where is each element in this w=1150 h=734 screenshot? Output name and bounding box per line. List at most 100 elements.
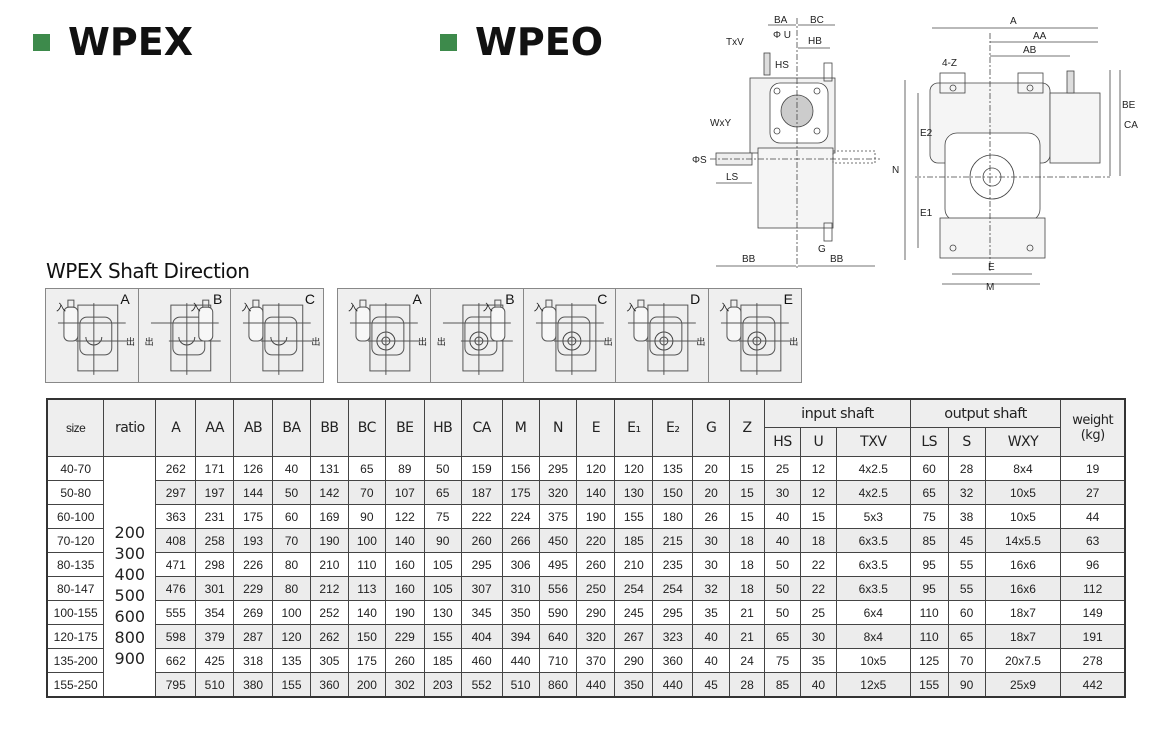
cell-value: 360 bbox=[309, 672, 349, 698]
cell-value: 345 bbox=[460, 600, 503, 625]
output-label: 出 bbox=[311, 337, 321, 347]
cell-value: 22 bbox=[799, 576, 837, 601]
model-title-text: WPEO bbox=[475, 20, 604, 64]
cell-value: 32 bbox=[947, 480, 986, 505]
cell-value: 375 bbox=[538, 504, 578, 529]
cell-value: 6x3.5 bbox=[835, 528, 911, 553]
dim-label-e: E bbox=[988, 262, 995, 273]
cell-value: 6x3.5 bbox=[835, 576, 911, 601]
cell-value: 297 bbox=[155, 480, 197, 505]
cell-value: 120 bbox=[576, 456, 616, 481]
cell-value: 290 bbox=[576, 600, 616, 625]
cell-value: 5x3 bbox=[835, 504, 911, 529]
cell-value: 310 bbox=[501, 576, 540, 601]
gearbox-diagram-icon bbox=[628, 299, 699, 375]
cell-value: 142 bbox=[309, 480, 349, 505]
cell-value: 350 bbox=[614, 672, 654, 698]
header-input-shaft: input shaft bbox=[764, 398, 911, 428]
cell-value: 8x4 bbox=[984, 456, 1062, 481]
cell-value: 50 bbox=[272, 480, 311, 505]
cell-size: 135-200 bbox=[46, 648, 105, 673]
cell-value: 440 bbox=[501, 648, 540, 673]
cell-value: 19 bbox=[1060, 456, 1126, 481]
cell-value: 140 bbox=[384, 528, 425, 553]
cell-value: 50 bbox=[764, 600, 801, 625]
cell-value: 235 bbox=[652, 552, 694, 577]
cell-value: 112 bbox=[1060, 576, 1126, 601]
output-label: 出 bbox=[144, 337, 154, 347]
cell-value: 60 bbox=[272, 504, 311, 529]
cell-value: 22 bbox=[799, 552, 837, 577]
cell-value: 55 bbox=[947, 552, 986, 577]
cell-value: 175 bbox=[501, 480, 540, 505]
cell-value: 229 bbox=[233, 576, 274, 601]
cell-size: 80-147 bbox=[46, 576, 105, 601]
cell-value: 354 bbox=[195, 600, 235, 625]
direction-letter: D bbox=[690, 291, 701, 307]
gearbox-diagram-icon bbox=[349, 299, 420, 375]
cell-value: 15 bbox=[729, 480, 766, 505]
cell-value: 220 bbox=[576, 528, 616, 553]
input-label: 入 bbox=[719, 303, 730, 314]
cell-value: 135 bbox=[272, 648, 311, 673]
cell-value: 35 bbox=[799, 648, 837, 673]
gearbox-diagram-icon bbox=[721, 299, 792, 375]
ratio-value: 200 bbox=[114, 523, 146, 542]
ratio-value: 600 bbox=[114, 607, 146, 626]
cell-value: 4x2.5 bbox=[835, 480, 911, 505]
cell-value: 295 bbox=[538, 456, 578, 481]
header-input-u: U bbox=[799, 427, 837, 457]
header-output-shaft: output shaft bbox=[909, 398, 1062, 428]
cell-value: 203 bbox=[423, 672, 462, 698]
cell-value: 110 bbox=[909, 600, 949, 625]
cell-value: 306 bbox=[501, 552, 540, 577]
header-8: CA bbox=[460, 398, 503, 457]
cell-value: 250 bbox=[576, 576, 616, 601]
cell-value: 144 bbox=[233, 480, 274, 505]
output-label: 出 bbox=[603, 337, 613, 347]
cell-value: 10x5 bbox=[835, 648, 911, 673]
cell-value: 40 bbox=[764, 528, 801, 553]
cell-value: 363 bbox=[155, 504, 197, 529]
cell-value: 169 bbox=[309, 504, 349, 529]
header-input-txv: TXV bbox=[835, 427, 911, 457]
cell-value: 226 bbox=[233, 552, 274, 577]
cell-value: 63 bbox=[1060, 528, 1126, 553]
cell-value: 90 bbox=[347, 504, 386, 529]
cell-value: 15 bbox=[799, 504, 837, 529]
cell-size: 80-135 bbox=[46, 552, 105, 577]
cell-value: 65 bbox=[347, 456, 386, 481]
cell-value: 710 bbox=[538, 648, 578, 673]
cell-value: 350 bbox=[501, 600, 540, 625]
cell-value: 30 bbox=[764, 480, 801, 505]
cell-value: 80 bbox=[272, 576, 311, 601]
cell-value: 25x9 bbox=[984, 672, 1062, 698]
cell-value: 18x7 bbox=[984, 624, 1062, 649]
cell-value: 640 bbox=[538, 624, 578, 649]
cell-value: 18 bbox=[729, 528, 766, 553]
dim-label-u: Φ U bbox=[773, 30, 791, 41]
header-7: HB bbox=[423, 398, 462, 457]
ratio-value: 300 bbox=[114, 544, 146, 563]
gearbox-diagram-icon bbox=[150, 299, 221, 375]
cell-value: 262 bbox=[155, 456, 197, 481]
cell-value: 171 bbox=[195, 456, 235, 481]
direction-letter: B bbox=[505, 291, 515, 307]
cell-value: 38 bbox=[947, 504, 986, 529]
cell-value: 200 bbox=[347, 672, 386, 698]
cell-value: 175 bbox=[233, 504, 274, 529]
cell-value: 287 bbox=[233, 624, 274, 649]
input-label: 入 bbox=[533, 303, 544, 314]
cell-value: 394 bbox=[501, 624, 540, 649]
dim-label-ca: CA bbox=[1124, 120, 1138, 131]
cell-value: 125 bbox=[909, 648, 949, 673]
